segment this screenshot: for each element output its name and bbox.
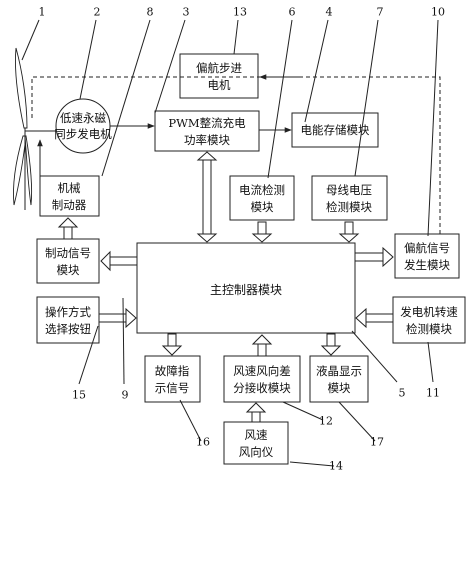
arrow-mode-to-main (98, 307, 137, 329)
yaw-signal-box (394, 233, 460, 279)
fault-signal-label-line2: 示信号 (155, 381, 190, 395)
arrow-brake-signal-to-brake (57, 217, 79, 240)
ref-number-8: 8 (147, 6, 154, 19)
yaw-signal-block: 偏航信号 发生模块 (394, 233, 460, 279)
anemometer-block: 风速 风向仪 (223, 421, 289, 465)
wind-turbine (13, 47, 57, 210)
brake-signal-label-line2: 模块 (57, 263, 80, 277)
yaw-signal-label-line2: 发生模块 (404, 258, 450, 272)
brake-signal-label-line1: 制动信号 (45, 246, 91, 260)
speed-detect-block: 发电机转速 检测模块 (392, 296, 466, 344)
pwm-block: PWM整流充电 功率模块 (154, 110, 260, 152)
storage-label: 电能存储模块 (301, 123, 370, 137)
ref-number-7: 7 (377, 6, 384, 19)
arrow-main-to-brake-signal (100, 250, 138, 272)
fault-signal-label-line1: 故障指 (155, 364, 190, 378)
generator-circle (55, 98, 111, 154)
mode-button-label-line2: 选择按钮 (45, 322, 91, 336)
storage-block: 电能存储模块 (291, 112, 379, 148)
bus-voltage-label-line2: 检测模块 (326, 200, 372, 214)
brake-label-line1: 机械 (58, 181, 81, 195)
wind-diff-block: 风速风向差 分接收模块 (223, 355, 301, 403)
arrow-main-to-fault (161, 333, 183, 356)
fault-signal-box (144, 355, 201, 403)
ref-number-4: 4 (326, 6, 333, 19)
ref-number-5: 5 (399, 387, 406, 400)
arrow-main-to-lcd (320, 333, 342, 356)
yaw-signal-label-line1: 偏航信号 (404, 241, 450, 255)
arrow-main-to-yaw-signal (354, 246, 394, 268)
current-detect-block: 电流检测 模块 (229, 175, 295, 221)
lcd-label-line2: 模块 (328, 381, 351, 395)
ref-number-10: 10 (431, 6, 445, 19)
pwm-label-line1: PWM整流充电 (168, 116, 246, 130)
generator-label-line2: 同步发电机 (54, 127, 112, 141)
anemometer-box (223, 421, 289, 465)
anemometer-label-line2: 风向仪 (239, 445, 274, 459)
bus-voltage-box (311, 175, 388, 221)
lcd-block: 液晶显示 模块 (309, 355, 369, 403)
fault-signal-block: 故障指 示信号 (144, 355, 201, 403)
pwm-box (154, 110, 260, 152)
wind-diff-label-line1: 风速风向差 (233, 364, 291, 378)
turbine-blade-lower-left (13, 135, 27, 206)
ref-number-12: 12 (319, 415, 333, 428)
yaw-motor-block: 偏航步进 电机 (179, 53, 259, 99)
wind-diff-label-line2: 分接收模块 (233, 381, 291, 395)
bus-voltage-label-line1: 母线电压 (326, 183, 372, 197)
ref-number-1: 1 (39, 6, 46, 19)
ref-number-2: 2 (94, 6, 101, 19)
brake-block: 机械 制动器 (39, 175, 100, 217)
ref-number-14: 14 (329, 460, 343, 473)
ref-number-15: 15 (72, 389, 86, 402)
lcd-box (309, 355, 369, 403)
mode-button-box (36, 296, 100, 344)
mode-button-label-line1: 操作方式 (45, 305, 91, 319)
current-detect-box (229, 175, 295, 221)
pwm-label-line2: 功率模块 (184, 133, 230, 147)
generator-block: 低速永磁 同步发电机 (54, 98, 112, 154)
speed-detect-label-line2: 检测模块 (406, 322, 452, 336)
reference-leader-lines (21, 19, 439, 467)
ref-number-11: 11 (426, 387, 440, 400)
bus-voltage-block: 母线电压 检测模块 (311, 175, 388, 221)
dashed-yaw-loop (31, 76, 441, 234)
arrow-wind-diff-to-main (251, 334, 273, 357)
brake-label-line2: 制动器 (52, 198, 87, 212)
arrow-pwm-main-bidirectional (196, 151, 218, 243)
ref-number-6: 6 (289, 6, 296, 19)
mode-button-block: 操作方式 选择按钮 (36, 296, 100, 344)
arrow-bus-to-main (338, 221, 360, 243)
arrow-anemometer-to-wind-diff (245, 402, 267, 423)
arrow-speed-to-main (355, 307, 394, 329)
ref-number-13: 13 (233, 6, 247, 19)
generator-label-line1: 低速永磁 (60, 111, 106, 125)
main-controller-label: 主控制器模块 (210, 283, 282, 297)
main-controller-block: 主控制器模块 (136, 242, 356, 334)
yaw-motor-label-line1: 偏航步进 (196, 61, 242, 75)
brake-box (39, 175, 100, 217)
speed-detect-box (392, 296, 466, 344)
turbine-blade-upper (15, 47, 28, 129)
ref-number-3: 3 (183, 6, 190, 19)
lcd-label-line1: 液晶显示 (316, 364, 362, 378)
brake-signal-block: 制动信号 模块 (36, 238, 100, 284)
ref-number-16: 16 (196, 436, 210, 449)
main-controller-box (136, 242, 356, 334)
current-detect-label-line1: 电流检测 (239, 183, 285, 197)
yaw-motor-label-line2: 电机 (208, 78, 231, 92)
yaw-motor-box (179, 53, 259, 99)
wind-diff-box (223, 355, 301, 403)
turbine-blade-lower-right (24, 135, 33, 206)
ref-number-9: 9 (122, 389, 129, 402)
speed-detect-label-line1: 发电机转速 (400, 305, 458, 319)
ref-number-17: 17 (370, 436, 384, 449)
anemometer-label-line1: 风速 (245, 428, 268, 442)
current-detect-label-line2: 模块 (251, 200, 274, 214)
arrow-current-to-main (251, 221, 273, 243)
